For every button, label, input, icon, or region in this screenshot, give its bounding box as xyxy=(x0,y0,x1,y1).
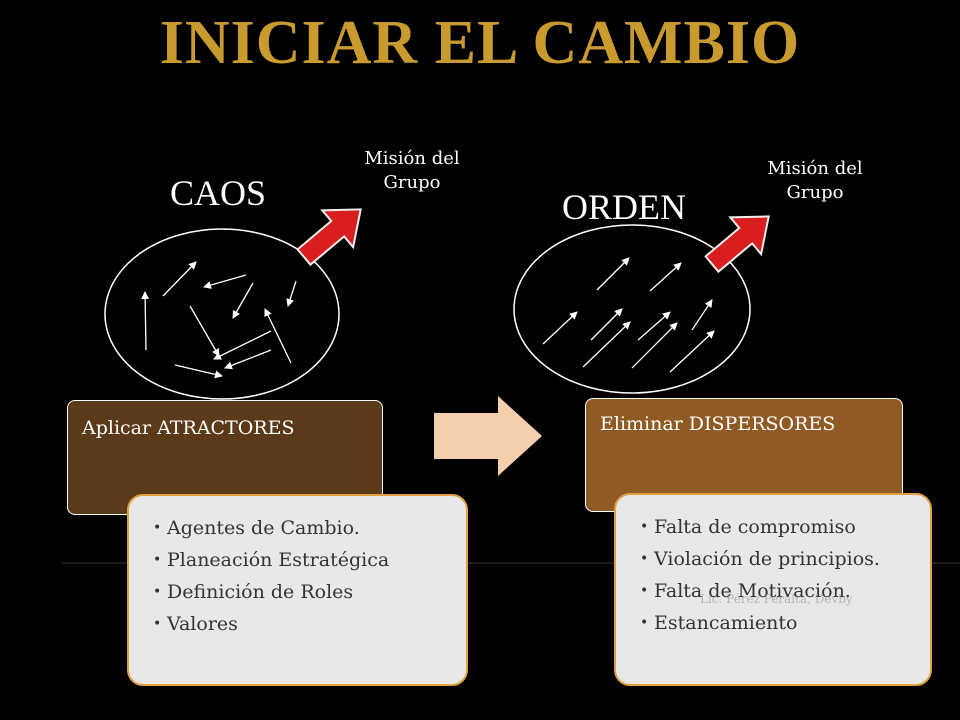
caos-arrow xyxy=(286,280,297,307)
caos-arrow xyxy=(264,308,292,364)
orden-label: ORDEN xyxy=(562,187,686,227)
orden-arrows xyxy=(542,257,715,373)
dispersores-list: Falta de compromiso Violación de princip… xyxy=(638,515,916,635)
center-arrow xyxy=(434,396,542,476)
caos-arrow xyxy=(203,274,247,289)
orden-arrow xyxy=(582,321,631,368)
orden-arrow xyxy=(542,311,578,345)
dispersores-box-title: Eliminar DISPERSORES xyxy=(600,413,836,435)
list-item: Violación de principios. xyxy=(638,547,916,571)
dispersores-list-box: Falta de compromiso Violación de princip… xyxy=(614,493,932,686)
caos-arrow xyxy=(189,305,220,357)
list-item: Valores xyxy=(151,612,452,636)
mission-label-right: Misión del Grupo xyxy=(767,158,863,203)
mission-arrow-right xyxy=(704,215,770,274)
list-item: Falta de Motivación. xyxy=(638,579,916,603)
orden-arrow xyxy=(631,322,678,369)
orden-arrow xyxy=(590,308,623,341)
caos-arrow xyxy=(224,349,272,370)
list-item: Definición de Roles xyxy=(151,580,452,604)
atractores-box-title: Aplicar ATRACTORES xyxy=(82,417,295,439)
list-item: Falta de compromiso xyxy=(638,515,916,539)
caos-arrow xyxy=(232,282,254,319)
orden-arrow xyxy=(596,257,630,291)
mission-label-left: Misión del Grupo xyxy=(364,148,460,193)
atractores-list: Agentes de Cambio. Planeación Estratégic… xyxy=(151,516,452,636)
caos-arrow xyxy=(174,364,223,379)
caos-arrow xyxy=(141,291,150,351)
list-item: Estancamiento xyxy=(638,611,916,635)
orden-arrow xyxy=(637,311,671,341)
watermark-text: Lic. Pérez Peralta, Devby xyxy=(700,592,853,606)
atractores-list-box: Agentes de Cambio. Planeación Estratégic… xyxy=(127,494,468,686)
mission-arrow-left xyxy=(296,208,362,267)
caos-ellipse xyxy=(104,228,340,400)
caos-arrow xyxy=(162,261,197,297)
orden-arrow xyxy=(669,330,715,373)
caos-label: CAOS xyxy=(170,173,267,213)
list-item: Planeación Estratégica xyxy=(151,548,452,572)
orden-arrow xyxy=(649,262,682,292)
orden-arrow xyxy=(691,299,713,331)
orden-ellipse xyxy=(513,224,751,394)
slide-title: INICIAR EL CAMBIO xyxy=(159,9,801,77)
caos-arrows xyxy=(141,261,297,379)
caos-arrow xyxy=(213,330,272,360)
list-item: Agentes de Cambio. xyxy=(151,516,452,540)
